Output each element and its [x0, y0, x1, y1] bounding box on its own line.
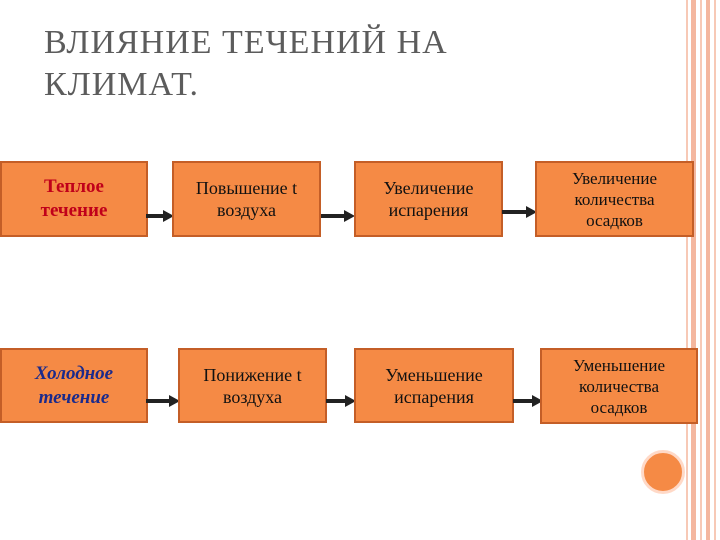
warm-step-1-label: Повышение t воздуха — [195, 178, 298, 220]
warm-step-2-label: Увеличение испарения — [383, 178, 474, 220]
warm-step-3-box: Увеличение количества осадков — [535, 161, 694, 237]
cold-arrow-1 — [146, 395, 180, 407]
cold-step-2-label: Уменьшение испарения — [385, 364, 483, 407]
warm-arrow-1 — [146, 210, 174, 222]
warm-step-3-label: Увеличение количества осадков — [571, 168, 657, 230]
cold-step-1-label: Понижение t воздуха — [203, 364, 302, 407]
warm-arrow-3 — [502, 206, 537, 218]
cold-current-box: Холодное течение — [0, 348, 148, 423]
decorative-stripes — [686, 0, 720, 540]
cold-arrow-3 — [513, 395, 543, 407]
decorative-circle — [641, 450, 685, 494]
warm-current-label: Теплое течение — [40, 176, 108, 221]
slide-title: ВЛИЯНИЕ ТЕЧЕНИЙ НА КЛИМАТ. — [44, 24, 448, 103]
cold-step-3-label: Уменьшение количества осадков — [572, 355, 666, 417]
cold-step-3-box: Уменьшение количества осадков — [540, 348, 698, 424]
warm-step-1-box: Повышение t воздуха — [172, 161, 321, 237]
warm-arrow-2 — [321, 210, 355, 222]
cold-step-1-box: Понижение t воздуха — [178, 348, 327, 423]
cold-arrow-2 — [326, 395, 356, 407]
cold-step-2-box: Уменьшение испарения — [354, 348, 514, 423]
cold-current-label: Холодное течение — [34, 362, 114, 408]
warm-current-box: Теплое течение — [0, 161, 148, 237]
warm-step-2-box: Увеличение испарения — [354, 161, 503, 237]
